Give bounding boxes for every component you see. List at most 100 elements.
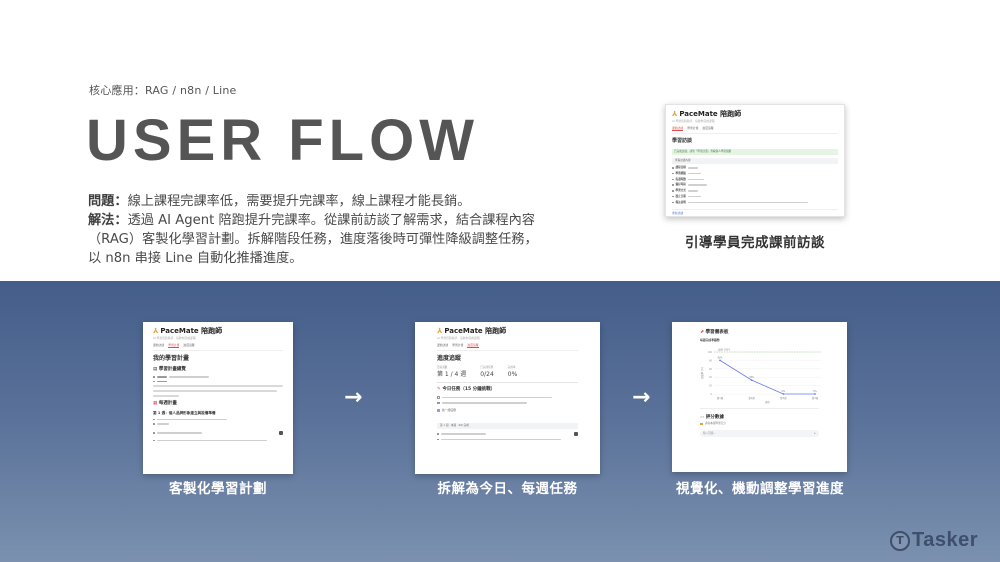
list-item (153, 375, 283, 378)
task-item (437, 438, 578, 441)
interview-field: 偏好時段 (672, 183, 838, 186)
page-title: USER FLOW (86, 108, 479, 173)
checkbox-icon[interactable] (279, 430, 283, 435)
chart-title: 每週完成率趨勢 (700, 337, 720, 342)
runner-icon: ⅄ (672, 110, 678, 118)
interview-field: 每週時數 (672, 178, 838, 181)
week-toggle[interactable]: 第 1 週 · 本週 · 0/6 完成 (437, 422, 578, 429)
x-tick-label: 第2週 (749, 396, 756, 400)
pin-icon: ✎ (437, 387, 443, 393)
field-label: 學習方式 (675, 189, 686, 193)
runner-icon: ⅄ (153, 327, 159, 335)
data-point (719, 359, 721, 361)
y-tick-label: 60 (709, 367, 713, 370)
progress-heading: 進度追蹤 (437, 355, 462, 363)
text-line (153, 395, 179, 398)
dashboard-caption: 視覺化、機動調整學習進度 (676, 481, 844, 497)
brand-name: Tasker (912, 529, 979, 551)
divider (437, 382, 578, 384)
data-point (782, 392, 785, 395)
y-tick-label: 80 (709, 359, 713, 362)
task-item (153, 439, 283, 442)
task-item[interactable] (437, 396, 578, 399)
checkbox[interactable] (437, 401, 440, 405)
tab-plan[interactable]: 學習計畫 (687, 125, 699, 130)
week1-title: 第 1 週：個人品牌形象建立與設備準備 (153, 411, 216, 416)
interview-caption: 引導學員完成課前訪談 (685, 235, 825, 251)
x-tick-label: 第4週 (812, 396, 819, 400)
interview-field: 備註說明 (672, 201, 838, 204)
task-item (153, 430, 283, 435)
tab-plan[interactable]: 學習計畫 (168, 342, 180, 349)
runner-icon: ⅄ (437, 327, 443, 335)
weekly-plan-title: ▦ 每週計畫 (153, 401, 177, 407)
app-header: ⅄ PaceMate 陪跑師 (153, 327, 283, 336)
y-tick-label: 40 (709, 376, 713, 379)
task-item[interactable] (437, 401, 578, 405)
y-tick-label: 100 (707, 351, 712, 354)
tasker-logo: T Tasker (890, 529, 978, 552)
arrow-right-icon: → (344, 385, 363, 410)
arrow-right-icon: → (632, 385, 651, 410)
app-name: PaceMate 陪跑師 (160, 327, 223, 335)
series-line (719, 359, 815, 394)
interview-field: 學習方式 (672, 189, 838, 192)
send-icon[interactable]: ➤ (813, 431, 816, 435)
tab-plan[interactable]: 學習計畫 (452, 342, 464, 347)
data-label: 0% (782, 390, 785, 393)
interview-field: 學習經驗 (672, 172, 838, 175)
app-name: PaceMate 陪跑師 (444, 327, 507, 335)
interview-field: 截止日期 (672, 195, 838, 198)
tab-interview[interactable]: 課前訪談 (437, 342, 449, 347)
feedback-note: 請為本週學習打分 (700, 422, 819, 425)
calendar-icon: ▤ (153, 367, 159, 373)
y-tick-label: 20 (709, 384, 713, 387)
feedback-input[interactable]: 輸入回饋...➤ (700, 429, 819, 437)
app-header: ⅄ PaceMate 陪跑師 (437, 327, 578, 336)
task-item (437, 431, 578, 436)
today-tasks-title: ✎ 今日任務（15 分鐘挑戰） (437, 387, 496, 393)
x-tick-label: 第1週 (717, 396, 724, 400)
divider (700, 407, 819, 409)
field-label: 偏好時段 (675, 183, 686, 187)
tab-progress[interactable]: 進度追蹤 (183, 342, 195, 347)
data-point (750, 378, 753, 381)
plan-caption: 客製化學習計劃 (169, 481, 267, 497)
tab-interview[interactable]: 課前訪談 (672, 125, 684, 132)
checkbox[interactable] (437, 396, 440, 399)
app-subtitle: AI 學習陪跑助手 · 協助你完成課程 (153, 336, 196, 341)
data-label: 80% (718, 356, 723, 359)
restart-interview-link[interactable]: 重新訪談 (672, 209, 838, 216)
tab-interview[interactable]: 課前訪談 (153, 342, 165, 347)
header-section: 核心應用：RAG / n8n / Line USER FLOW 問題：線上課程完… (86, 84, 845, 268)
field-label: 截止日期 (675, 194, 686, 198)
y-axis-label: 完成率 (%) (700, 366, 704, 378)
summary-toggle[interactable]: 查看訪談內容 (672, 157, 838, 164)
tab-progress[interactable]: 進度追蹤 (702, 125, 714, 130)
list-item (153, 380, 283, 383)
app-tabs: 課前訪談 學習計畫 進度追蹤 (153, 342, 283, 352)
field-label: 每週時數 (675, 177, 686, 181)
stat-week: 目前週數第 1 / 4 週 (437, 366, 467, 378)
interview-screenshot: ⅄ PaceMate 陪跑師 AI 學習陪跑助手 · 協助你完成課程 課前訪談 … (665, 104, 845, 217)
reshuffle-link[interactable]: 換一組任務 (437, 408, 578, 413)
clipboard-icon: ▭ (700, 414, 706, 420)
description: 問題：線上課程完課率低，需要提升完課率，線上課程才能長銷。 解法：透過 AI A… (88, 192, 548, 268)
calendar-icon: ▦ (153, 401, 159, 407)
interview-fields: 課程目標學習經驗每週時數偏好時段學習方式截止日期備註說明 (672, 166, 838, 204)
tab-progress[interactable]: 進度追蹤 (467, 342, 479, 349)
refresh-icon (437, 409, 440, 413)
interview-heading: 學習訪談 (672, 138, 693, 145)
app-header: ⅄ PaceMate 陪跑師 (672, 110, 838, 119)
tasker-logo-icon: T (890, 530, 910, 551)
plan-overview-title: ▤ 學習計畫總覽 (153, 367, 186, 373)
list-item (153, 418, 283, 421)
text-line (153, 390, 277, 393)
field-label: 課程目標 (675, 166, 686, 170)
data-label: 33% (749, 376, 754, 379)
checkbox-icon[interactable] (574, 431, 578, 436)
dashboard-heading: ⬈ 學習儀表板 (700, 330, 729, 335)
